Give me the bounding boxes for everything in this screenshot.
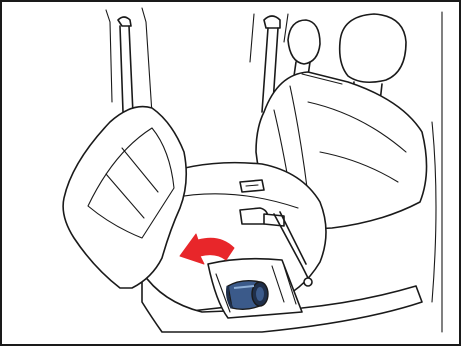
side-panel	[432, 12, 442, 332]
storage-item	[228, 281, 269, 310]
seat-belt-buckle-upper	[240, 180, 264, 192]
headrest-left	[288, 20, 320, 76]
seat-illustration	[2, 2, 459, 344]
left-seat-belt	[106, 8, 152, 114]
